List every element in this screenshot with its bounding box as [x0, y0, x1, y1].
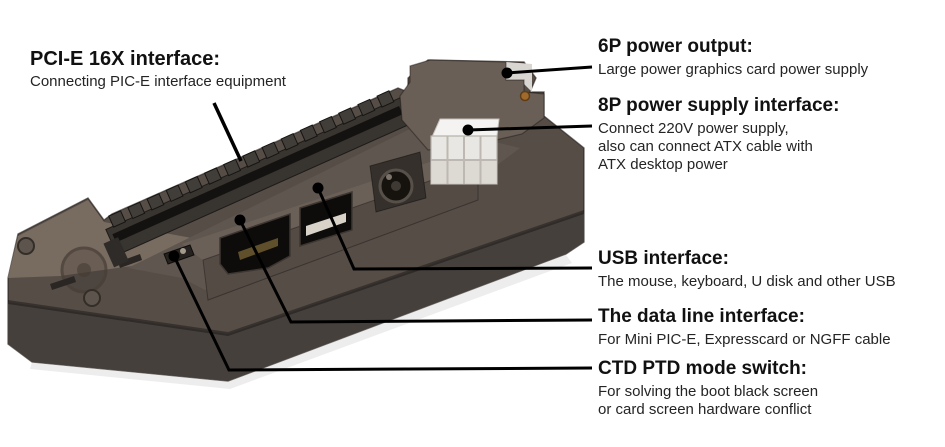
callout-title: 6P power output:: [598, 36, 753, 57]
callout-description: Large power graphics card power supply: [598, 61, 869, 78]
callout-line-data: [238, 219, 593, 324]
callout-description: also can connect ATX cable with: [598, 138, 813, 155]
callout-description: ATX desktop power: [598, 156, 728, 173]
callout-dot-usb: [312, 182, 324, 194]
fan-hub-detail: [77, 263, 91, 277]
callout-description: Connecting PIC-E interface equipment: [30, 73, 286, 90]
callout-lines: [168, 65, 593, 372]
slot-tooth: [280, 132, 299, 151]
slot-tooth: [242, 150, 261, 168]
callout-title: 8P power supply interface:: [598, 95, 840, 116]
slot-tooth: [299, 124, 318, 142]
hdmi-contacts: [238, 238, 278, 260]
callout-line-8p: [467, 124, 593, 132]
callout-title: PCI-E 16X interface:: [30, 48, 221, 70]
slot-tooth: [146, 193, 165, 211]
slot-tooth: [338, 107, 357, 125]
hdmi-opening: [219, 212, 291, 275]
callout-dot-6p: [501, 67, 513, 79]
slot-tooth: [376, 90, 395, 108]
callout-6p-power-output: 6P power output: Large power graphics ca…: [598, 36, 868, 79]
callout-title: The data line interface:: [598, 306, 805, 327]
callout-line-pcie: [212, 102, 243, 162]
slot-tooth: [184, 175, 203, 194]
callout-description: Connect 220V power supply,: [598, 120, 789, 137]
pcie-slot: [103, 90, 414, 268]
case-lid-left: [8, 200, 192, 278]
slot-tooth: [165, 184, 184, 203]
callout-8p-power-supply: 8P power supply interface: Connect 220V …: [598, 95, 839, 174]
callout-ctd-ptd-switch: CTD PTD mode switch: For solving the boo…: [598, 358, 818, 419]
callout-description: The mouse, keyboard, U disk and other US…: [598, 273, 896, 290]
callout-data-line-interface: The data line interface: For Mini PIC-E,…: [598, 306, 891, 349]
callout-title: USB interface:: [598, 248, 729, 269]
switch-nub: [180, 248, 186, 254]
mini-port-detail: [118, 254, 142, 268]
callout-dot-data: [234, 214, 246, 226]
power-6p-notch: [506, 62, 532, 92]
pcie-slot-foot: [103, 237, 129, 268]
slot-tooth: [127, 201, 146, 220]
callout-line-6p: [506, 65, 593, 75]
dc-jack-pin: [391, 181, 401, 191]
slot-tooth: [261, 141, 280, 160]
hdmi-port: [219, 212, 291, 275]
slot-tooth: [318, 115, 337, 134]
callout-title: CTD PTD mode switch:: [598, 358, 808, 379]
callout-usb-interface: USB interface: The mouse, keyboard, U di…: [598, 248, 896, 291]
case-base: [8, 212, 584, 381]
callout-dot-ctd: [168, 250, 180, 262]
case-base-seam: [8, 210, 584, 336]
slot-tooth: [223, 158, 242, 177]
dc-jack-glint: [386, 174, 392, 180]
callout-line-usb: [316, 187, 593, 271]
screw-detail: [83, 289, 101, 307]
callout-description: or card screen hardware conflict: [598, 401, 812, 418]
usb-tongue: [306, 213, 346, 236]
callout-line-ctd: [172, 255, 593, 372]
slot-tooth: [203, 167, 222, 185]
callout-description: For Mini PIC-E, Expresscard or NGFF cabl…: [598, 331, 891, 348]
dc-jack: [369, 151, 427, 213]
port-ledge: [182, 151, 479, 301]
callout-description: For solving the boot black screen: [598, 383, 819, 400]
mini-port-detail: [50, 276, 76, 290]
callout-pcie-16x: PCI-E 16X interface: Connecting PIC-E in…: [30, 48, 286, 91]
callout-dot-8p: [462, 124, 474, 136]
screw-detail: [17, 237, 35, 255]
power-8p-connector: [430, 118, 500, 185]
copper-screw-detail: [519, 90, 531, 102]
slot-tooth: [357, 98, 376, 117]
device-shadow: [30, 255, 572, 389]
pcie-slot-groove: [112, 105, 403, 243]
slot-tooth: [108, 210, 127, 228]
